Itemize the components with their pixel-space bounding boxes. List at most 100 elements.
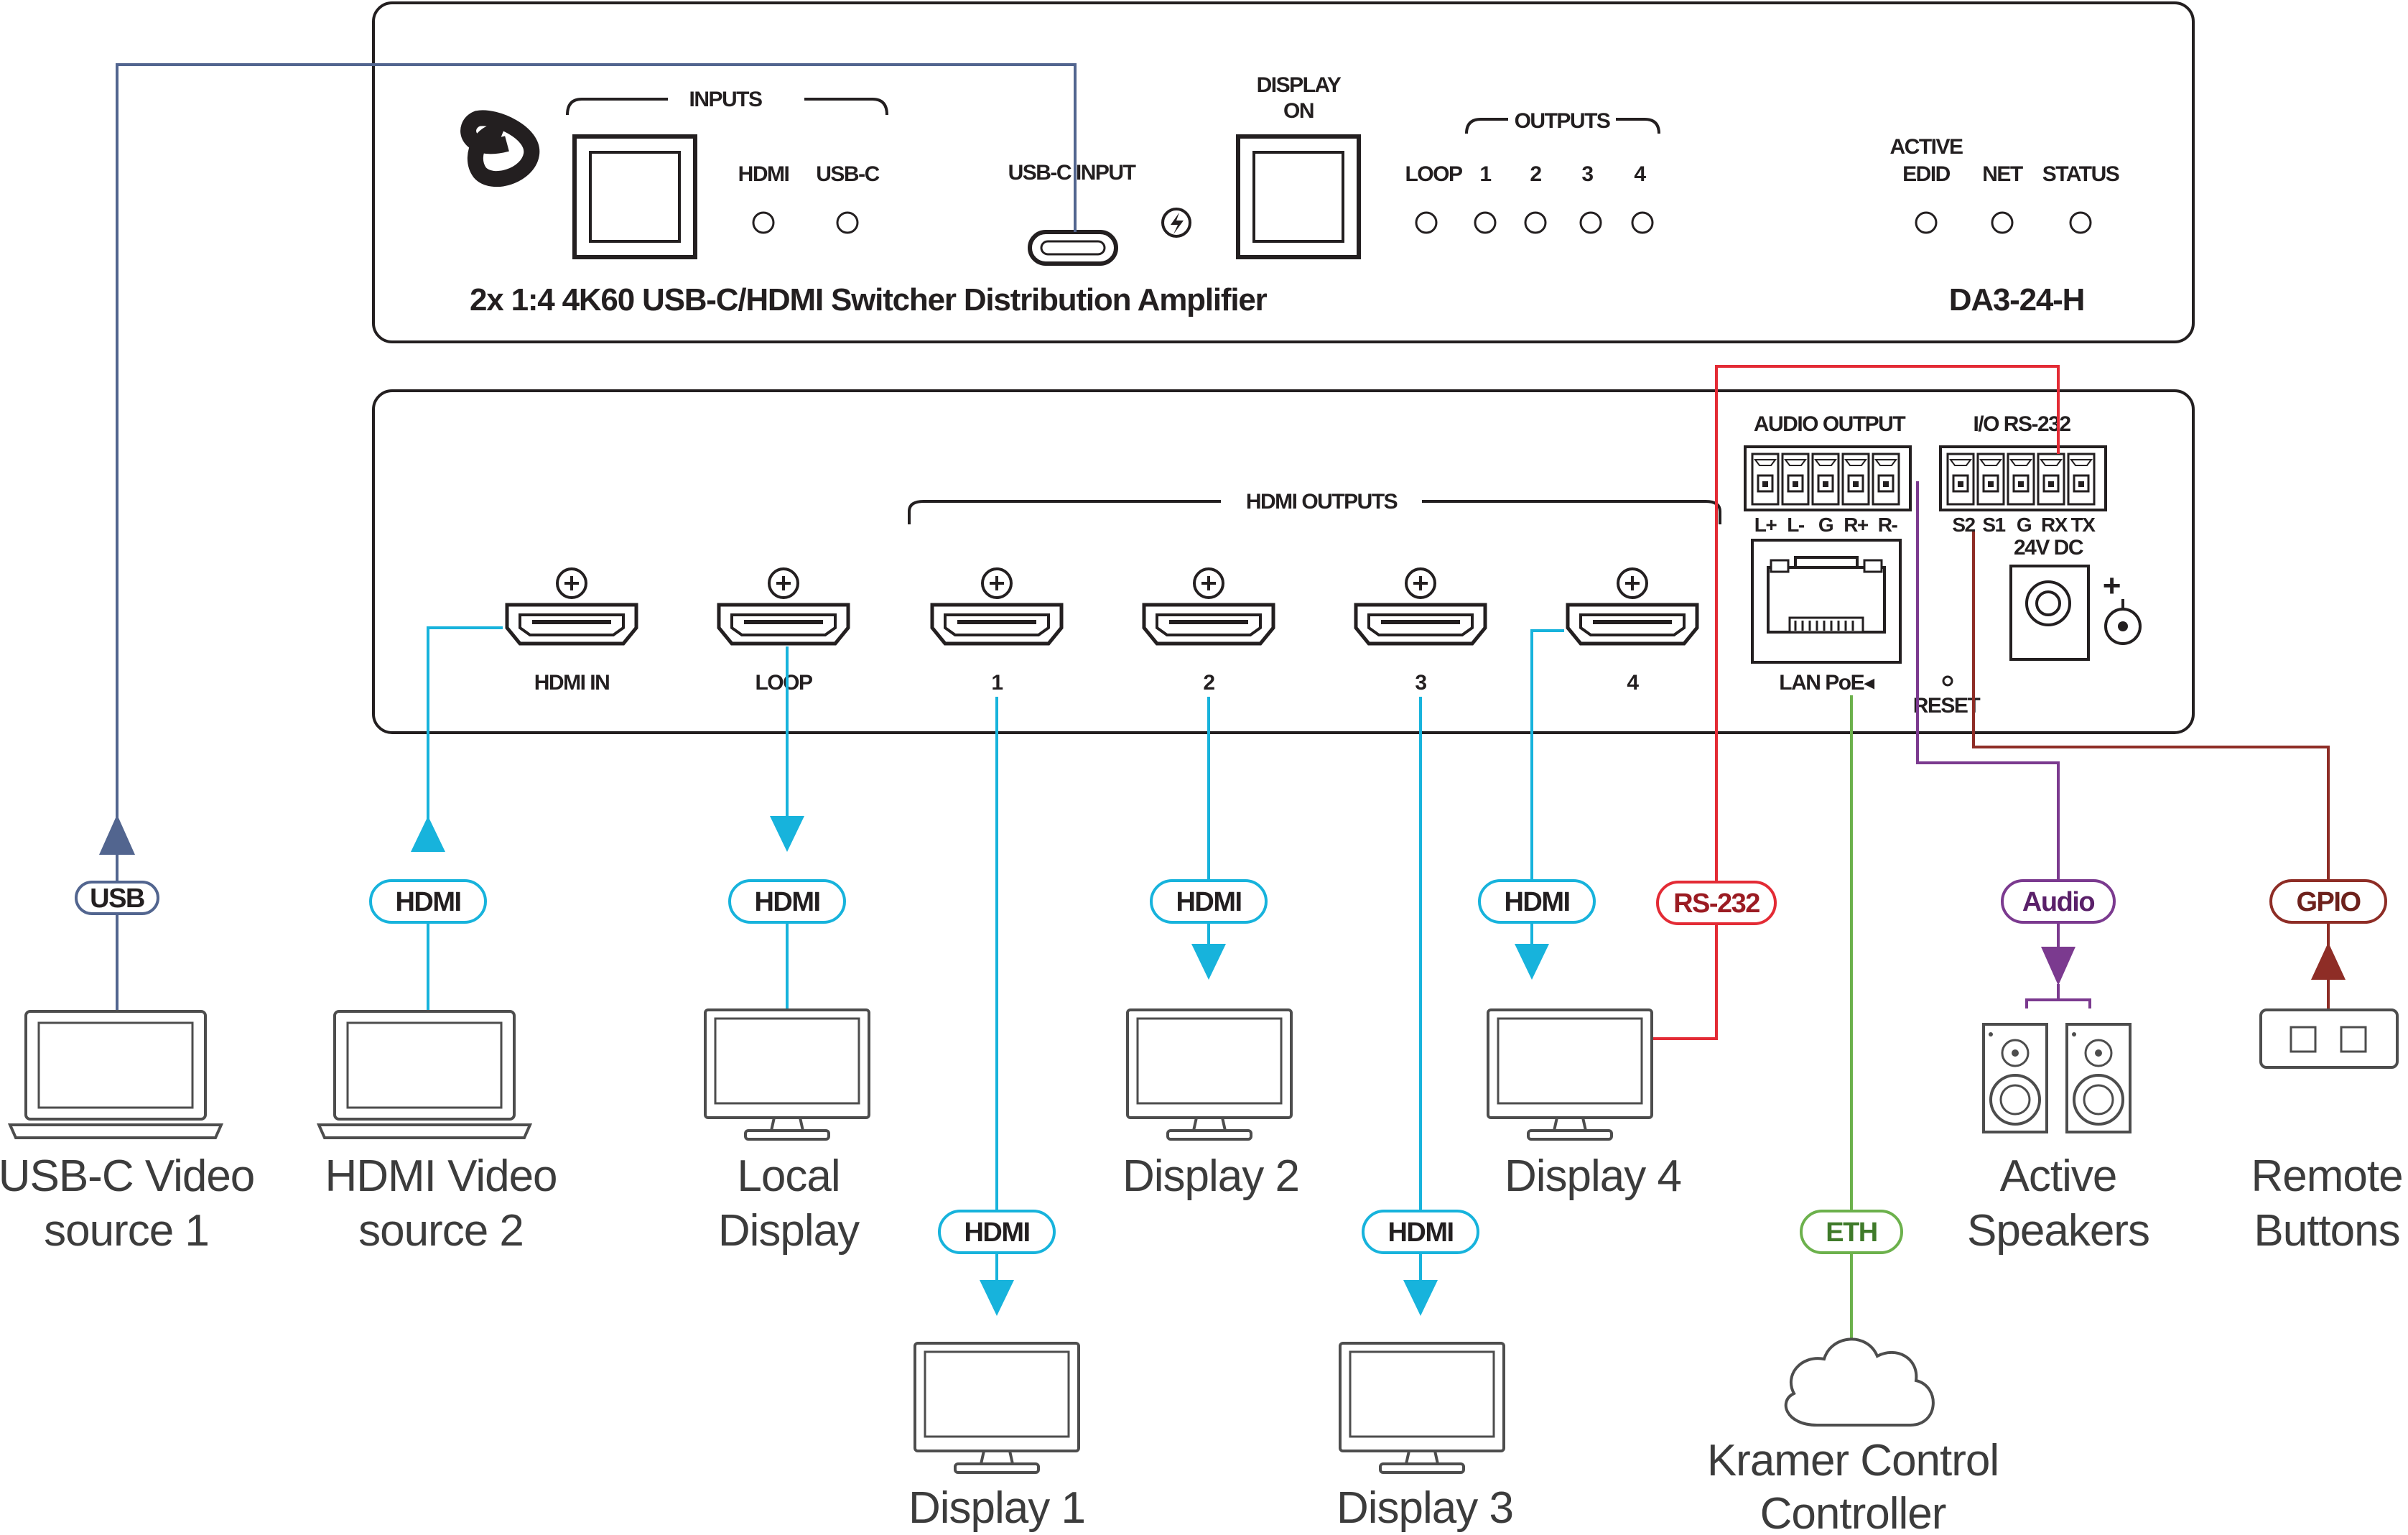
speakers-label-2: Speakers — [1967, 1206, 2149, 1256]
display-on-label-2: ON — [1283, 99, 1314, 123]
net-label: NET — [1982, 162, 2023, 186]
audio-pin-r-plus: R+ — [1844, 514, 1869, 536]
out2-led-icon — [1524, 211, 1547, 234]
local-display-label-2: Display — [718, 1206, 860, 1256]
out3-arrow-icon — [1403, 1280, 1438, 1316]
rs232-pin-s2: S2 — [1952, 514, 1975, 536]
out-led-label-3: 3 — [1581, 162, 1593, 186]
reset-label: RESET — [1913, 694, 1981, 718]
display-4-label: Display 4 — [1505, 1151, 1681, 1201]
hdmi-source-label-1: HDMI Video — [325, 1151, 557, 1201]
speakers-label-1: Active — [2000, 1151, 2117, 1201]
gpio-arrow-icon — [2311, 942, 2346, 980]
status-led-icon — [2069, 211, 2092, 234]
out4-arrow-icon — [1515, 944, 1549, 980]
loop-arrow-icon — [770, 816, 804, 852]
hdmi-in-arrow-icon — [411, 816, 445, 852]
out-led-label-loop: LOOP — [1405, 162, 1461, 186]
usbc-source-label-2: source 1 — [44, 1206, 209, 1256]
audio-output-terminal[interactable] — [1744, 445, 1912, 511]
out2-pill: HDMI — [1176, 887, 1241, 917]
rs232-terminal[interactable] — [1939, 445, 2107, 511]
remote-label-2: Buttons — [2254, 1206, 2399, 1256]
out3-pill: HDMI — [1387, 1218, 1453, 1248]
hdmi-led-label: HDMI — [738, 162, 789, 186]
gpio-cable — [1972, 532, 2330, 977]
rs232-pill: RS-232 — [1673, 889, 1759, 919]
out-led-label-2: 2 — [1530, 162, 1541, 186]
out-led-label-1: 1 — [1479, 162, 1491, 186]
usb-pill: USB — [90, 884, 144, 914]
audio-pin-l-minus: L- — [1787, 514, 1805, 536]
rs232-pin-rx: RX — [2041, 514, 2068, 536]
arrows — [99, 815, 2346, 1316]
cloud-icon — [1784, 1337, 1935, 1427]
out-led-label-4: 4 — [1634, 162, 1646, 186]
product-name: 2x 1:4 4K60 USB-C/HDMI Switcher Distribu… — [470, 282, 1268, 317]
rs232-pin-s1: S1 — [1982, 514, 2005, 536]
hdmi-source-laptop: HDMI Video source 2 — [317, 1010, 558, 1256]
audio-pin-r-minus: R- — [1878, 514, 1898, 536]
out3-led-icon — [1579, 211, 1602, 234]
display-4-monitor: Display 4 — [1487, 1008, 1682, 1201]
loop-pill: HDMI — [754, 887, 819, 917]
active-edid-label-2: EDID — [1902, 162, 1951, 186]
rs232-pin-tx: TX — [2071, 514, 2096, 536]
status-label: STATUS — [2042, 162, 2119, 186]
usbc-input-label: USB-C INPUT — [1008, 161, 1136, 185]
hdmi-in-cable — [427, 626, 503, 1010]
out1-pill: HDMI — [964, 1218, 1029, 1248]
local-display-label-1: Local — [737, 1151, 840, 1201]
audio-output-label: AUDIO OUTPUT — [1754, 412, 1906, 436]
kramer-control-cloud: Kramer Control Controller — [1707, 1337, 1999, 1535]
edid-led-icon — [1915, 211, 1938, 234]
port-label-2: 2 — [1203, 671, 1214, 695]
rs232-pin-g: G — [2017, 514, 2032, 536]
remote-buttons: Remote Buttons — [2251, 1008, 2404, 1256]
kramer-logo-icon — [460, 110, 540, 187]
usb-cable — [116, 63, 1077, 833]
out4-pill: HDMI — [1504, 887, 1569, 917]
usb-arrow-icon — [99, 815, 135, 855]
remote-button-2 — [2340, 1026, 2367, 1053]
port-label-4: 4 — [1627, 671, 1639, 695]
port-label-hdmi-in: HDMI IN — [534, 671, 610, 695]
hdmi-source-label-2: source 2 — [358, 1206, 524, 1256]
audio-pill: Audio — [2022, 887, 2094, 917]
usbc-led-icon — [836, 211, 859, 234]
out2-arrow-icon — [1191, 944, 1226, 980]
usbc-source-laptop: USB-C Video source 1 — [0, 1010, 255, 1256]
lan-poe-label: LAN PoE◂ — [1779, 671, 1874, 695]
display-3-monitor: Display 3 — [1337, 1342, 1514, 1533]
gpio-pill: GPIO — [2296, 887, 2360, 917]
dc-power-jack[interactable] — [2009, 565, 2090, 661]
port-label-loop: LOOP — [755, 671, 812, 695]
loop-led-icon — [1415, 211, 1438, 234]
front-panel: INPUTS HDMI USB-C USB-C INPUT DISPLAY ON… — [372, 1, 2195, 343]
port-label-3: 3 — [1415, 671, 1426, 695]
lan-poe-port[interactable] — [1751, 539, 1902, 664]
display-3-label: Display 3 — [1337, 1483, 1513, 1533]
audio-pin-g: G — [1818, 514, 1833, 536]
hdmi-in-pill: HDMI — [395, 887, 460, 917]
display-2-label: Display 2 — [1122, 1151, 1299, 1201]
display-on-label-1: DISPLAY — [1257, 73, 1342, 97]
hdmi-led-icon — [752, 211, 775, 234]
out1-led-icon — [1474, 211, 1497, 234]
active-edid-label-1: ACTIVE — [1889, 135, 1963, 159]
local-display-monitor: Local Display — [704, 1008, 870, 1256]
inputs-label: INPUTS — [689, 88, 762, 111]
outputs-label: OUTPUTS — [1515, 109, 1610, 133]
audio-cable — [1916, 481, 2060, 952]
kramer-label-2: Controller — [1760, 1489, 1946, 1535]
port-label-1: 1 — [991, 671, 1003, 695]
audio-pin-l-plus: L+ — [1754, 514, 1777, 536]
display-1-monitor: Display 1 — [908, 1342, 1086, 1533]
reset-button[interactable] — [1942, 675, 1953, 687]
out1-arrow-icon — [980, 1280, 1014, 1316]
remote-label-1: Remote — [2251, 1151, 2402, 1201]
audio-arrow-icon — [2041, 947, 2075, 986]
eth-pill: ETH — [1826, 1218, 1877, 1248]
hdmi-outputs-label: HDMI OUTPUTS — [1246, 490, 1398, 514]
